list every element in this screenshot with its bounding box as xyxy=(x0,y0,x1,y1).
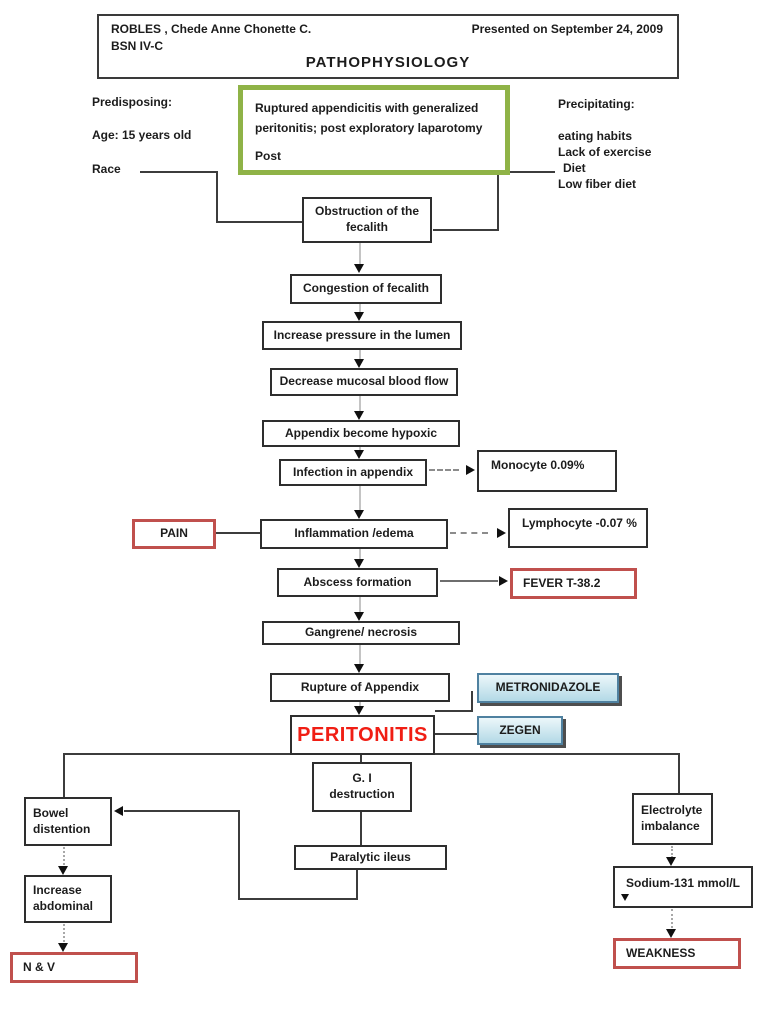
sodium-mini-arrow-icon xyxy=(621,894,629,901)
flow-line xyxy=(359,304,361,314)
race-connector-v xyxy=(216,171,218,223)
node-fever: FEVER T-38.2 xyxy=(510,568,637,599)
node-metronidazole: METRONIDAZOLE xyxy=(477,673,619,703)
arrow-down-icon xyxy=(354,706,364,715)
dotted-connector xyxy=(63,924,65,942)
node-hypoxic: Appendix become hypoxic xyxy=(262,420,460,447)
predisposing-age: Age: 15 years old xyxy=(92,128,192,142)
metronidazole-connector-v xyxy=(471,691,473,712)
flow-line xyxy=(359,645,361,665)
precipitating-item-eating: eating habits xyxy=(558,129,633,143)
arrow-right-icon xyxy=(466,465,475,475)
flow-line xyxy=(359,486,361,511)
diet-connector-h2 xyxy=(433,229,499,231)
node-electrolyte-imbalance: Electrolyte imbalance xyxy=(632,793,713,845)
node-increase-abdominal: Increase abdominal xyxy=(24,875,112,923)
arrow-down-icon xyxy=(666,857,676,866)
branch-line-left xyxy=(63,753,65,797)
node-nausea-vomiting: N & V xyxy=(10,952,138,983)
flow-line xyxy=(359,702,361,707)
class-section: BSN IV-C xyxy=(111,39,164,53)
node-gangrene: Gangrene/ necrosis xyxy=(262,621,460,645)
dotted-connector xyxy=(671,846,673,858)
node-zegen: ZEGEN xyxy=(477,716,563,745)
paralytic-loop-v2 xyxy=(238,812,240,900)
race-connector-h2 xyxy=(218,221,302,223)
peritonitis-stem xyxy=(360,755,362,763)
precipitating-item-exercise: Lack of exercise xyxy=(558,145,652,159)
arrow-down-icon xyxy=(354,559,364,568)
precipitating-item-fiber: Low fiber diet xyxy=(558,177,636,191)
node-lymphocyte: Lymphocyte -0.07 % xyxy=(508,508,648,548)
flow-line xyxy=(359,447,361,451)
node-pressure: Increase pressure in the lumen xyxy=(262,321,462,350)
zegen-connector xyxy=(435,733,477,735)
node-monocyte: Monocyte 0.09% xyxy=(477,450,617,492)
arrow-right-icon xyxy=(499,576,508,586)
node-infection: Infection in appendix xyxy=(279,459,427,486)
precipitating-item-diet: Diet xyxy=(563,161,586,175)
node-peritonitis: PERITONITIS xyxy=(290,715,435,755)
paralytic-loop-h2 xyxy=(124,810,240,812)
presentation-date: Presented on September 24, 2009 xyxy=(471,22,663,36)
race-connector-h xyxy=(140,171,218,173)
arrow-down-icon xyxy=(354,264,364,273)
monocyte-dashed-connector xyxy=(429,469,459,471)
fever-connector xyxy=(440,580,498,582)
paralytic-loop-v1 xyxy=(356,870,358,900)
predisposing-race: Race xyxy=(92,162,121,176)
flow-line xyxy=(359,243,361,265)
branch-line-right xyxy=(678,753,680,793)
node-obstruction: Obstruction of the fecalith xyxy=(302,197,432,243)
arrow-down-icon xyxy=(354,510,364,519)
precipitating-heading: Precipitating: xyxy=(558,97,635,111)
arrow-down-icon xyxy=(58,943,68,952)
flow-line xyxy=(359,597,361,613)
pain-connector xyxy=(216,532,260,534)
paralytic-loop-h1 xyxy=(238,898,358,900)
diagnosis-text: Ruptured appendicitis with generalized p… xyxy=(255,101,483,135)
node-weakness: WEAKNESS xyxy=(613,938,741,969)
node-rupture: Rupture of Appendix xyxy=(270,673,450,702)
flow-line xyxy=(359,350,361,361)
header-box: ROBLES , Chede Anne Chonette C. Presente… xyxy=(97,14,679,79)
gi-paralytic-line xyxy=(360,812,362,845)
arrow-down-icon xyxy=(354,450,364,459)
diet-connector-h xyxy=(499,171,555,173)
arrow-left-icon xyxy=(114,806,123,816)
arrow-down-icon xyxy=(666,929,676,938)
arrow-right-icon xyxy=(497,528,506,538)
arrow-down-icon xyxy=(354,664,364,673)
metronidazole-connector-h xyxy=(435,710,473,712)
diagnosis-subtext: Post xyxy=(255,149,282,163)
node-gi-destruction: G. I destruction xyxy=(312,762,412,812)
page-title: PATHOPHYSIOLOGY xyxy=(305,54,471,71)
lymphocyte-dashed-connector xyxy=(450,532,488,534)
arrow-down-icon xyxy=(58,866,68,875)
node-blood-flow: Decrease mucosal blood flow xyxy=(270,368,458,396)
node-abscess: Abscess formation xyxy=(277,568,438,597)
arrow-down-icon xyxy=(354,312,364,321)
node-inflammation: Inflammation /edema xyxy=(260,519,448,549)
arrow-down-icon xyxy=(354,612,364,621)
diagnosis-box: Ruptured appendicitis with generalized p… xyxy=(238,85,510,175)
flow-line xyxy=(359,549,361,560)
arrow-down-icon xyxy=(354,359,364,368)
node-paralytic-ileus: Paralytic ileus xyxy=(294,845,447,870)
node-sodium: Sodium-131 mmol/L xyxy=(613,866,753,908)
node-pain: PAIN xyxy=(132,519,216,549)
arrow-down-icon xyxy=(354,411,364,420)
dotted-connector xyxy=(63,847,65,865)
node-bowel-distention: Bowel distention xyxy=(24,797,112,846)
diet-connector-v xyxy=(497,171,499,231)
flow-line xyxy=(359,396,361,412)
dotted-connector xyxy=(671,909,673,928)
predisposing-heading: Predisposing: xyxy=(92,95,173,109)
node-congestion: Congestion of fecalith xyxy=(290,274,442,304)
student-name: ROBLES , Chede Anne Chonette C. xyxy=(111,22,312,36)
